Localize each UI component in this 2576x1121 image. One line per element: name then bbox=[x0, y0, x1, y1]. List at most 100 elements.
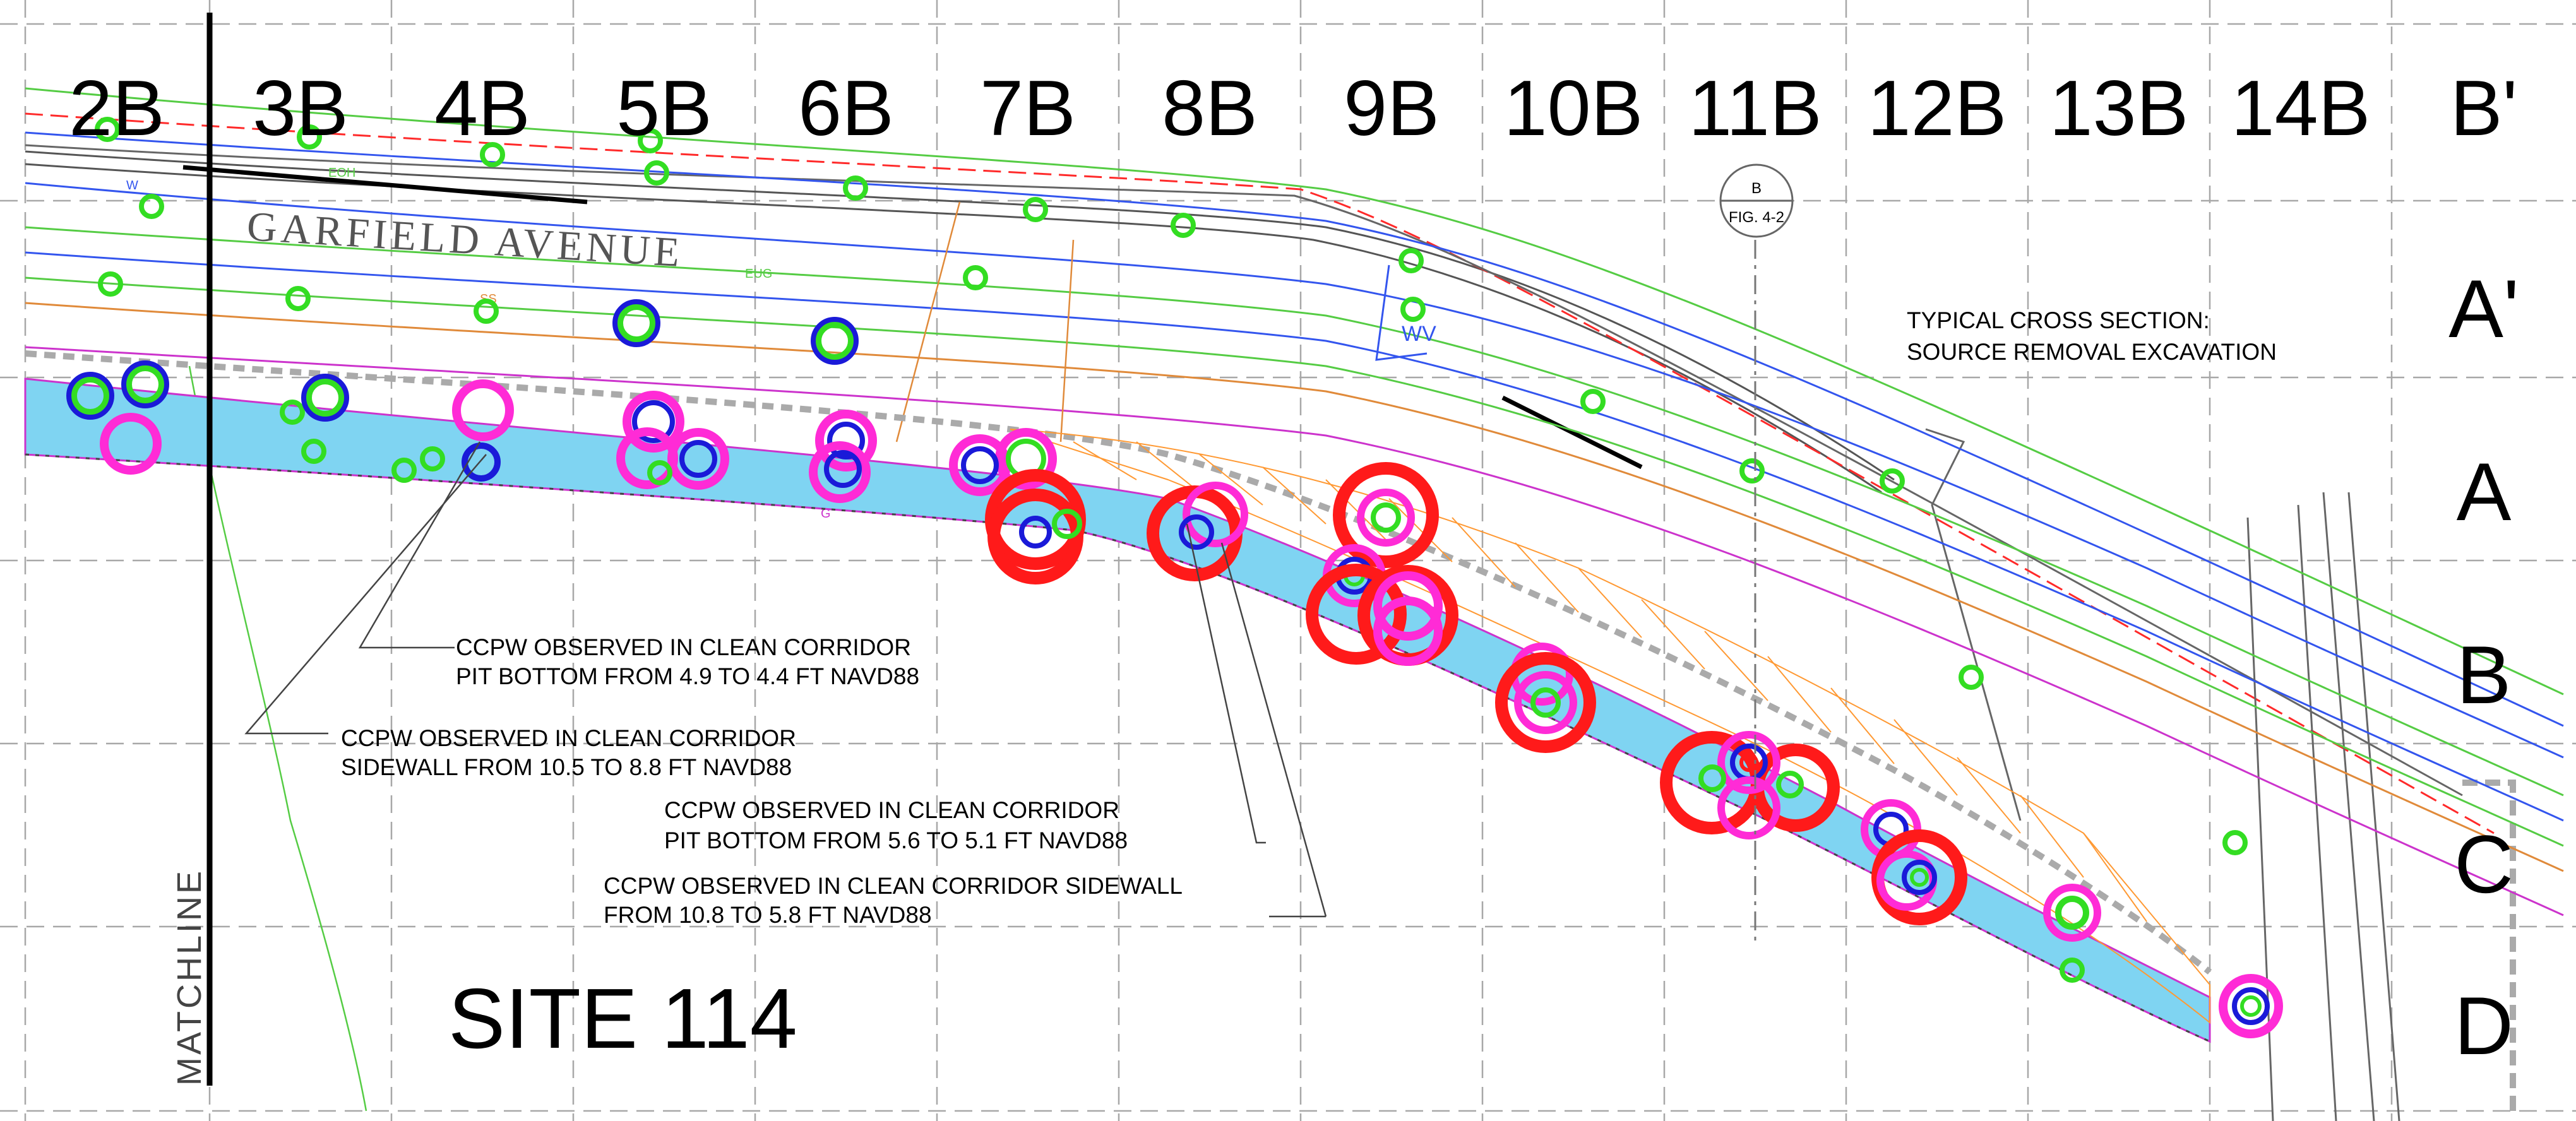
observation-2-line-2: SIDEWALL FROM 10.5 TO 8.8 FT NAVD88 bbox=[341, 754, 792, 780]
blue-circle-marker bbox=[1179, 514, 1214, 550]
column-labels: 2B 3B 4B 5B 6B 7B 8B 9B 10B 11B 12B 13B … bbox=[69, 65, 2517, 152]
green-circle-marker bbox=[1776, 771, 1804, 798]
annotation-leaders bbox=[244, 441, 1327, 918]
green-circle-marker bbox=[2055, 896, 2089, 930]
blue-circle-marker bbox=[824, 450, 862, 488]
green-circle-marker bbox=[2240, 995, 2262, 1017]
observation-4-line-2: FROM 10.8 TO 5.8 FT NAVD88 bbox=[604, 902, 932, 928]
magenta-circle-marker bbox=[2043, 884, 2101, 942]
green-circle-marker bbox=[1698, 764, 1726, 792]
magenta-circle-marker bbox=[1357, 489, 1415, 547]
section-callout-figure: FIG. 4-2 bbox=[1729, 209, 1784, 226]
blue-circle-marker bbox=[612, 299, 660, 347]
typical-section-note: TYPICAL CROSS SECTION: SOURCE REMOVAL EX… bbox=[1907, 307, 2277, 365]
blue-circle-marker bbox=[679, 440, 717, 478]
green-circle-marker bbox=[71, 376, 110, 415]
green-circle-marker bbox=[480, 142, 505, 167]
col-label-9b: 9B bbox=[1344, 65, 1440, 152]
observation-1-line-1: CCPW OBSERVED IN CLEAN CORRIDOR bbox=[456, 634, 911, 660]
red-circle-marker bbox=[1333, 462, 1439, 568]
blue-circle-marker bbox=[632, 400, 675, 443]
blue-circle-marker bbox=[2232, 987, 2270, 1025]
blue-circle-marker bbox=[827, 422, 865, 460]
section-callout: B FIG. 4-2 bbox=[1719, 163, 1794, 947]
row-label-a: A bbox=[2457, 446, 2512, 538]
green-circle-marker bbox=[126, 365, 165, 404]
green-circle-marker bbox=[297, 124, 322, 150]
blue-circle-marker bbox=[301, 374, 349, 422]
magenta-circle-marker bbox=[1183, 482, 1248, 547]
green-circle-marker bbox=[1910, 868, 1929, 887]
col-label-12b: 12B bbox=[1868, 65, 2007, 152]
magenta-circle-marker bbox=[949, 434, 1011, 496]
magenta-circle-marker bbox=[995, 428, 1057, 490]
green-circle-marker bbox=[474, 299, 499, 324]
green-circle-marker bbox=[815, 321, 854, 360]
street-curb-lines bbox=[25, 112, 2516, 1121]
magenta-circle-marker bbox=[667, 428, 729, 490]
magenta-circle-marker bbox=[1717, 776, 1780, 839]
col-label-14b: 14B bbox=[2231, 65, 2371, 152]
magenta-circle-marker bbox=[1373, 596, 1443, 666]
blue-circle-marker bbox=[811, 317, 859, 365]
green-circle-marker bbox=[420, 446, 445, 472]
green-circle-marker bbox=[1530, 687, 1561, 718]
green-circle-marker bbox=[1880, 468, 1905, 494]
green-circle-marker bbox=[98, 271, 123, 297]
typical-section-line-2: SOURCE REMOVAL EXCAVATION bbox=[1907, 339, 2277, 365]
magenta-circle-marker bbox=[1514, 671, 1577, 734]
green-circle-marker bbox=[1371, 502, 1401, 533]
magenta-circle-marker bbox=[100, 413, 162, 475]
water-valve-label: WV bbox=[1402, 322, 1436, 346]
col-label-8b: 8B bbox=[1162, 65, 1258, 152]
blue-circle-marker bbox=[462, 442, 501, 482]
magenta-circle-marker bbox=[623, 391, 684, 453]
col-label-11b: 11B bbox=[1688, 65, 1822, 152]
red-circle-marker bbox=[987, 489, 1083, 584]
blue-circle-marker bbox=[1902, 860, 1937, 895]
blue-circle-marker bbox=[66, 372, 114, 420]
col-label-6b: 6B bbox=[798, 65, 894, 152]
water-line-label: W bbox=[126, 179, 138, 193]
section-callout-id: B bbox=[1751, 180, 1762, 197]
green-circle-marker bbox=[1052, 509, 1082, 539]
green-circle-marker bbox=[1171, 213, 1196, 238]
green-circle-marker bbox=[391, 458, 417, 483]
green-circle-marker bbox=[1580, 389, 1606, 414]
green-circle-marker bbox=[1400, 297, 1426, 322]
row-label-a-prime: A' bbox=[2448, 263, 2519, 355]
magenta-circle-marker bbox=[1373, 571, 1443, 641]
red-circle-marker bbox=[1739, 753, 1758, 772]
observation-2-line-1: CCPW OBSERVED IN CLEAN CORRIDOR bbox=[341, 725, 796, 751]
col-label-7b: 7B bbox=[980, 65, 1076, 152]
green-circle-marker bbox=[139, 194, 164, 219]
row-label-c: C bbox=[2454, 818, 2513, 910]
col-label-3b: 3B bbox=[253, 65, 349, 152]
green-circle-marker bbox=[1739, 458, 1765, 483]
green-circle-marker bbox=[95, 117, 120, 142]
green-circle-marker bbox=[285, 286, 311, 311]
observation-3-line-2: PIT BOTTOM FROM 5.6 TO 5.1 FT NAVD88 bbox=[664, 827, 1128, 853]
col-label-2b: 2B bbox=[69, 65, 165, 152]
red-circle-marker bbox=[1306, 564, 1407, 665]
green-circle-marker bbox=[1398, 248, 1424, 273]
observation-notes: CCPW OBSERVED IN CLEAN CORRIDOR PIT BOTT… bbox=[341, 634, 1183, 928]
magenta-circle-marker bbox=[815, 410, 877, 472]
blue-circle-marker bbox=[961, 446, 999, 484]
magenta-circle-marker bbox=[809, 441, 871, 503]
green-circle-marker bbox=[2060, 958, 2085, 983]
green-circle-marker bbox=[1959, 665, 1984, 690]
green-circle-marker bbox=[644, 160, 669, 186]
observation-4-line-1: CCPW OBSERVED IN CLEAN CORRIDOR SIDEWALL bbox=[604, 873, 1183, 899]
electric-ug-label: EUG bbox=[745, 267, 772, 281]
green-circle-marker bbox=[301, 439, 326, 464]
green-circle-marker bbox=[306, 378, 345, 417]
blue-circle-marker bbox=[121, 360, 169, 408]
gas-line-label: G bbox=[821, 507, 831, 521]
observation-3-line-1: CCPW OBSERVED IN CLEAN CORRIDOR bbox=[664, 797, 1119, 823]
magenta-circle-marker bbox=[452, 379, 514, 441]
matchline: MATCHLINE bbox=[170, 13, 213, 1086]
sample-markers bbox=[66, 117, 2283, 1038]
blue-circle-marker bbox=[1019, 516, 1052, 549]
